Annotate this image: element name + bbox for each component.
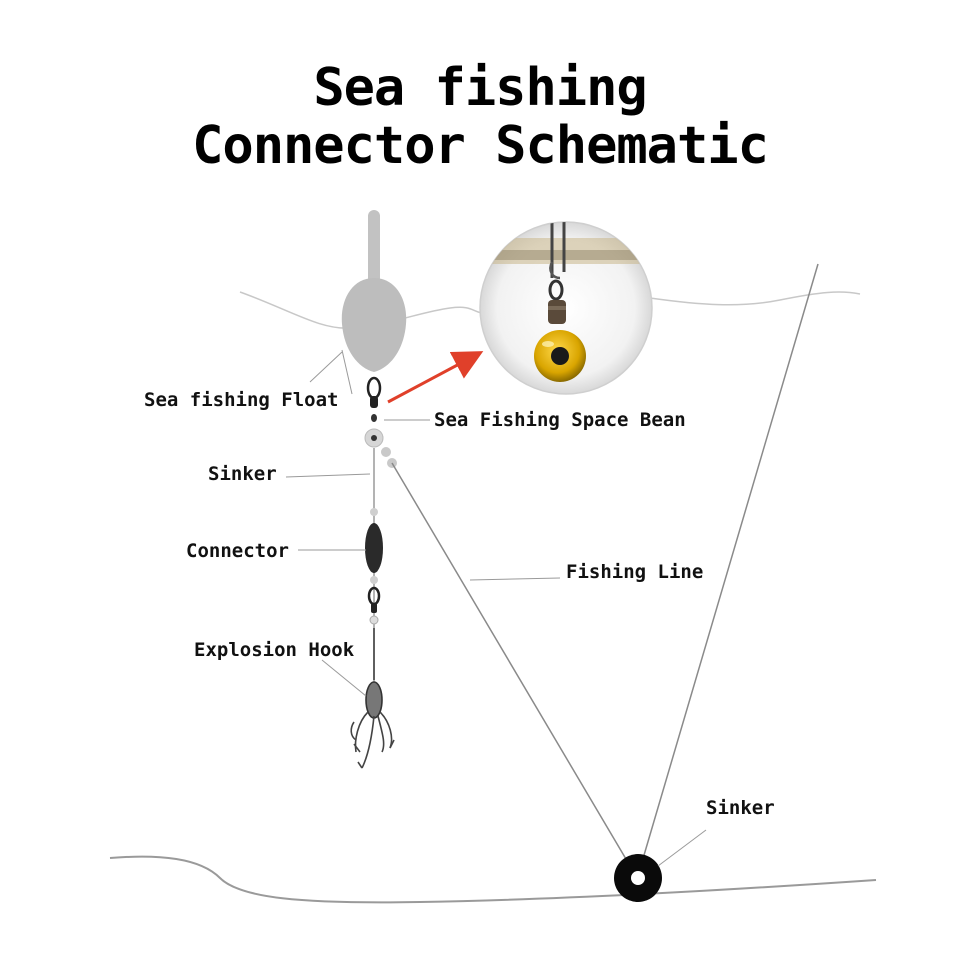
label-fishing-line: Fishing Line [566,561,704,583]
label-explosion-hook: Explosion Hook [194,639,355,661]
space-bean-zoom-bubble [479,221,653,395]
explosion-hook-icon [350,628,395,769]
sea-floor-line [109,855,877,904]
label-connector: Connector [186,540,289,562]
connector-icon [365,523,383,573]
bottom-sinker-icon [614,854,662,902]
swivel-icon [366,376,382,422]
callout-arrow [387,351,484,404]
fishing-line [391,462,637,877]
title-line-1: Sea fishing [313,58,647,118]
label-sea-fishing-float: Sea fishing Float [144,389,339,411]
rod-line [641,263,819,863]
label-space-bean: Sea Fishing Space Bean [434,409,686,431]
label-sinker-bottom: Sinker [706,797,775,819]
float-icon [341,210,407,372]
label-sinker-upper: Sinker [208,463,277,485]
lower-swivel-icon [367,586,381,625]
title-line-2: Connector Schematic [192,116,769,176]
